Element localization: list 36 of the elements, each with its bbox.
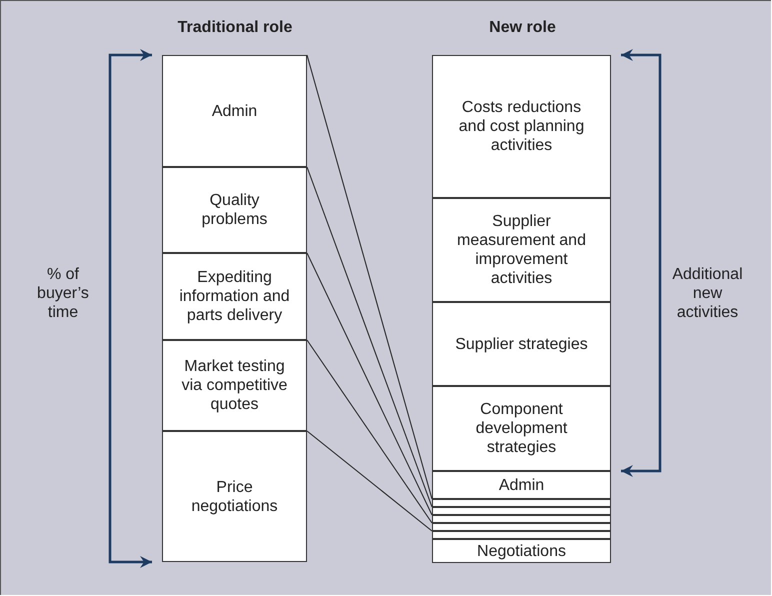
column-heading: Traditional role bbox=[176, 18, 294, 37]
activity-box bbox=[432, 539, 611, 563]
activity-box bbox=[432, 55, 611, 198]
activity-box bbox=[162, 431, 307, 562]
activity-label: Expediting information and parts delivery bbox=[178, 268, 291, 325]
dimension-label: Additional new activities bbox=[671, 265, 744, 322]
activity-label: Market testing via competitive quotes bbox=[180, 357, 288, 414]
activity-label: Admin bbox=[210, 102, 258, 120]
activity-label: Price negotiations bbox=[190, 478, 279, 516]
activity-box bbox=[432, 386, 611, 471]
activity-label: Supplier strategies bbox=[454, 334, 589, 354]
connector-line bbox=[306, 340, 432, 524]
activity-box bbox=[162, 340, 307, 431]
connector-line bbox=[306, 166, 432, 508]
connector-line bbox=[306, 54, 432, 500]
activity-box bbox=[162, 167, 307, 253]
activity-label: Component development strategies bbox=[474, 400, 568, 457]
activity-box bbox=[432, 302, 611, 386]
activity-box bbox=[162, 253, 307, 340]
empty-strip-box bbox=[432, 523, 611, 531]
activity-box bbox=[432, 471, 611, 499]
activity-label: Admin bbox=[498, 476, 544, 494]
empty-strip-box bbox=[432, 531, 611, 539]
activity-label: Supplier measurement and improvement activities bbox=[456, 212, 587, 288]
column-heading: New role bbox=[488, 18, 557, 37]
activity-label: Quality problems bbox=[200, 191, 268, 229]
activity-label: Negotiations bbox=[477, 542, 566, 560]
activity-box bbox=[162, 55, 307, 167]
empty-strip-box bbox=[432, 515, 611, 523]
connector-line bbox=[306, 252, 432, 516]
activity-box bbox=[432, 198, 611, 302]
connector-line bbox=[306, 430, 432, 532]
empty-strip-box bbox=[432, 499, 611, 507]
empty-strip-box bbox=[432, 507, 611, 515]
activity-label: Costs reductions and cost planning activities bbox=[458, 98, 586, 155]
dimension-label: % of buyer’s time bbox=[36, 265, 90, 322]
